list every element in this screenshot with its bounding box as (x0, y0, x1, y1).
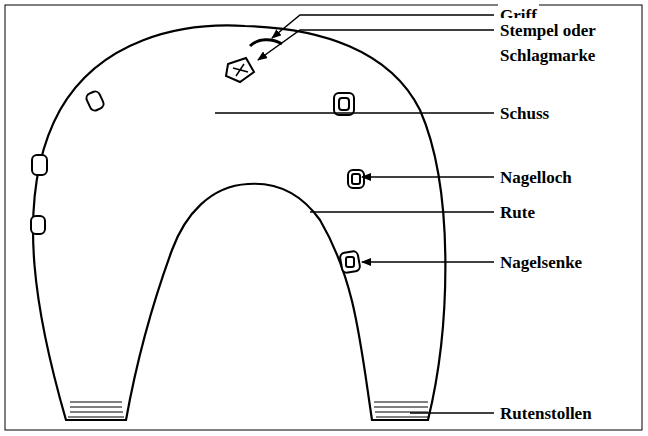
part-label: Nagelloch (498, 165, 574, 190)
leader-lines (215, 15, 494, 413)
rutenstollen-hatching (68, 402, 428, 417)
part-label: Rutenstollen (498, 401, 594, 426)
stamp-mark (226, 58, 254, 82)
frame (5, 5, 642, 430)
horseshoe-outline (33, 25, 445, 420)
part-label: Nagelsenke (498, 250, 584, 275)
part-label: Rute (498, 200, 537, 225)
part-label: Stempel oder Schlagmarke (498, 18, 632, 68)
griff-notch (250, 40, 282, 46)
part-label: Schuss (498, 101, 551, 126)
nail-holes (31, 90, 364, 274)
